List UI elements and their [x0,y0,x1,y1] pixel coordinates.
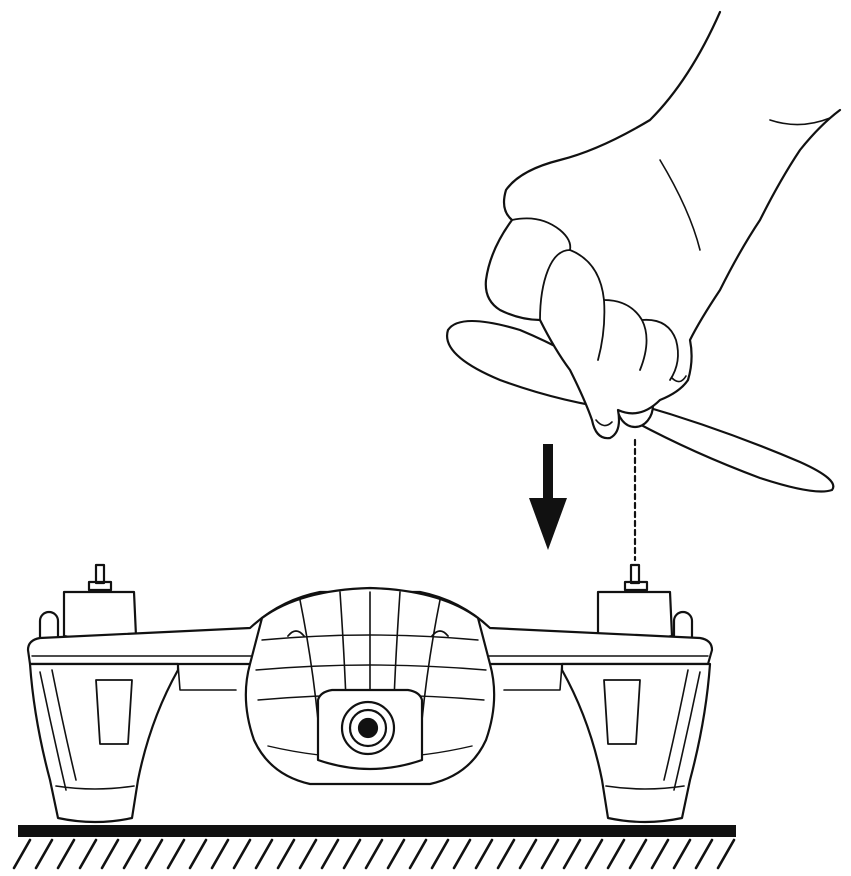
ground-hatch-line [320,838,340,870]
ground-hatch-line [342,838,362,870]
ground-hatch-line [694,838,714,870]
ground-hatch-line [628,838,648,870]
ground-hatch-line [584,838,604,870]
ground-hatch-line [166,838,186,870]
ground-hatch-line [12,838,32,870]
ground-hatch-line [78,838,98,870]
ground-hatch-line [606,838,626,870]
left-motor-housing [62,590,138,642]
hand-outline [484,10,842,440]
ground-hatch-line [430,838,450,870]
ground-hatch-line [716,838,736,870]
ground-hatch-line [56,838,76,870]
ground-hatch-line [672,838,692,870]
ground-hatch-line [364,838,384,870]
ground-hatch-line [408,838,428,870]
ground-hatch-line [298,838,318,870]
ground-hatch-line [276,838,296,870]
drone-icon [26,563,714,824]
ground-hatch-line [540,838,560,870]
left-motor-shaft [87,563,113,592]
ground-hatch-line [650,838,670,870]
ground-hatch-line [496,838,516,870]
ground-hatch-line [474,838,494,870]
ground-hatch-line [100,838,120,870]
ground-hatch-line [254,838,274,870]
ground-hatch-line [452,838,472,870]
ground-hatch-line [122,838,142,870]
ground-hatch-line [562,838,582,870]
ground-hatch-line [188,838,208,870]
ground-hatch-line [518,838,538,870]
hand-icon [484,10,842,440]
down-arrow-icon [529,444,567,550]
camera-lens-icon [340,700,396,756]
ground-hatch-line [232,838,252,870]
ground-hatch-line [144,838,164,870]
left-landing-leg [28,662,180,824]
ground-hatch-line [210,838,230,870]
ground-icon [12,825,736,870]
ground-hatch-line [386,838,406,870]
right-motor-shaft [623,563,649,592]
ground-hatch-line [34,838,54,870]
propeller-blade-right [626,403,835,493]
